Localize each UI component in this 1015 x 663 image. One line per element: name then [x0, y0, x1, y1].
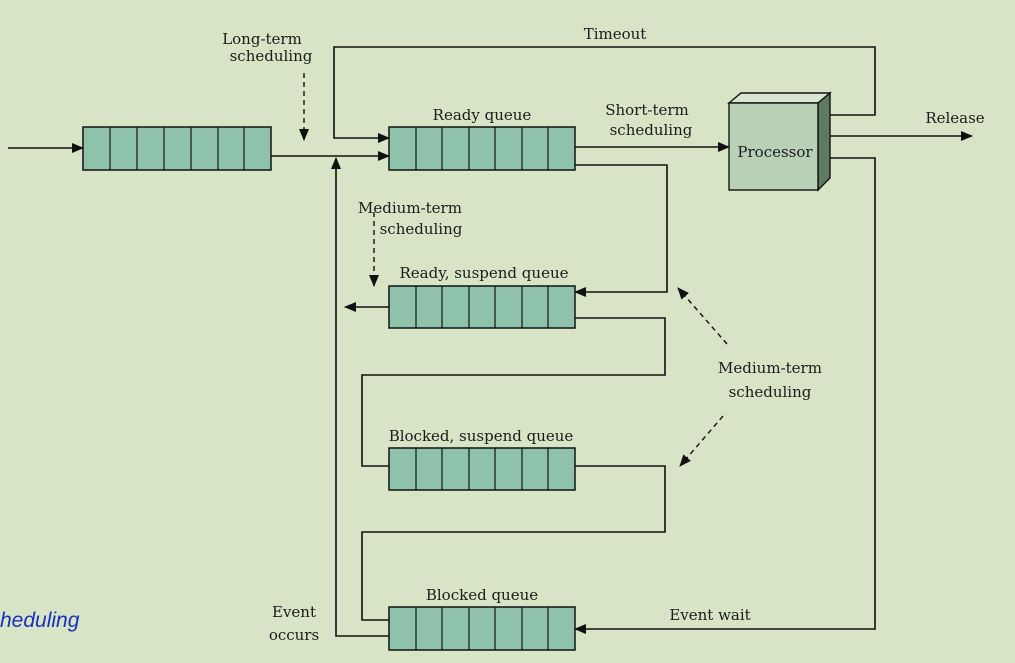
processor-box	[727, 91, 832, 192]
long-term-label-line2: scheduling	[230, 47, 313, 65]
blocked-suspend-queue-label: Blocked, suspend queue	[389, 427, 574, 445]
ready-suspend-queue	[388, 285, 576, 329]
medium-term-left-label-line2: scheduling	[380, 220, 463, 238]
short-term-label-line2: scheduling	[610, 121, 693, 139]
event-wait-path	[574, 157, 876, 634]
medium-term-right-dashed-up-arrow	[677, 287, 728, 345]
ready-suspend-queue-label: Ready, suspend queue	[400, 264, 569, 282]
long-term-label-line1: Long-term	[222, 30, 302, 48]
dashed-indicators	[299, 73, 728, 467]
short-term-label-line1: Short-term	[605, 101, 689, 119]
medium-term-right-label-line1: Medium-term	[718, 359, 822, 377]
caption-text: heduling	[0, 609, 80, 632]
processor-label: Processor	[737, 143, 813, 161]
blocked-suspend-to-blocked-path	[361, 465, 666, 621]
blocked-queue-label: Blocked queue	[426, 586, 538, 604]
event-occurs-path	[331, 157, 389, 637]
medium-term-right-dashed-down-arrow	[679, 415, 724, 467]
ready-queue	[388, 126, 576, 171]
blocked-suspend-queue	[388, 447, 576, 491]
flow-lines	[8, 46, 973, 637]
ready-queue-label: Ready queue	[433, 106, 532, 124]
medium-term-right-label-line2: scheduling	[729, 383, 812, 401]
blocked-queue	[388, 606, 576, 651]
entry-queue	[82, 126, 272, 171]
ready-to-ready-suspend-path	[574, 164, 668, 297]
release-label: Release	[925, 109, 984, 127]
event-wait-label: Event wait	[669, 606, 750, 624]
timeout-label: Timeout	[584, 25, 647, 43]
ready-suspend-to-blocked-suspend-path	[361, 317, 666, 467]
timeout-path	[333, 46, 876, 143]
event-occurs-label-line1: Event	[272, 603, 316, 621]
event-occurs-label-line2: occurs	[269, 626, 319, 644]
medium-term-left-label-line1: Medium-term	[358, 199, 462, 217]
